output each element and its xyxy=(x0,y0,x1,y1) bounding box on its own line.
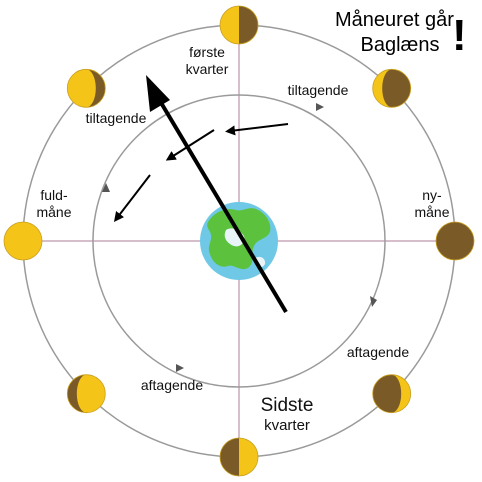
label-new-moon: ny- måne xyxy=(410,187,454,221)
label-full-moon-line1: fuld- xyxy=(40,187,68,203)
title-line-2: Baglæns xyxy=(360,34,440,56)
title-exclamation: ! xyxy=(452,11,467,60)
backward-arrow-2 xyxy=(165,129,215,161)
label-full-moon: fuld- måne xyxy=(28,187,80,221)
rotation-arrowhead-bottom xyxy=(176,364,184,372)
earth-globe xyxy=(200,202,278,280)
moon-direction-arrow xyxy=(155,94,288,314)
label-first-quarter-line1: første xyxy=(189,44,225,60)
moon-phase-5 xyxy=(372,374,412,414)
label-waxing-upper-right: tiltagende xyxy=(287,82,349,98)
label-waxing-upper-left: tiltagende xyxy=(85,110,147,126)
rotation-arrowhead-top xyxy=(316,103,324,111)
moon-phases-group xyxy=(3,5,475,477)
label-last-quarter: Sidste kvarter xyxy=(250,394,324,435)
moon-phase-3 xyxy=(66,374,106,414)
label-waning-lower-right: aftagende xyxy=(346,344,410,360)
label-new-moon-line2: måne xyxy=(414,204,450,220)
label-last-quarter-line2: kvarter xyxy=(264,417,310,434)
title-line-1: Måneuret går xyxy=(335,9,454,31)
earth-rotation-circle xyxy=(92,94,386,388)
rotation-arrowhead-right xyxy=(370,296,377,307)
moon-phase-1 xyxy=(66,68,106,108)
moon-direction-arrowhead xyxy=(146,75,170,112)
label-first-quarter-line2: kvarter xyxy=(185,61,229,77)
moon-phase-7 xyxy=(372,68,412,108)
backward-arrow-1 xyxy=(225,123,289,136)
moon-phase-2 xyxy=(3,221,43,261)
rotation-arrowhead-left xyxy=(102,183,110,192)
backward-arrow-3 xyxy=(113,174,151,222)
moon-phase-0 xyxy=(219,5,259,45)
label-new-moon-line1: ny- xyxy=(422,187,442,203)
moon-phase-6 xyxy=(435,221,475,261)
diagram-title: Måneuret går Baglæns xyxy=(335,8,454,58)
moon-phase-4 xyxy=(219,437,259,477)
label-waning-lower-left: aftagende xyxy=(140,377,204,393)
label-last-quarter-line1: Sidste xyxy=(260,395,314,416)
label-first-quarter: første kvarter xyxy=(172,44,242,78)
label-full-moon-line2: måne xyxy=(36,204,72,220)
